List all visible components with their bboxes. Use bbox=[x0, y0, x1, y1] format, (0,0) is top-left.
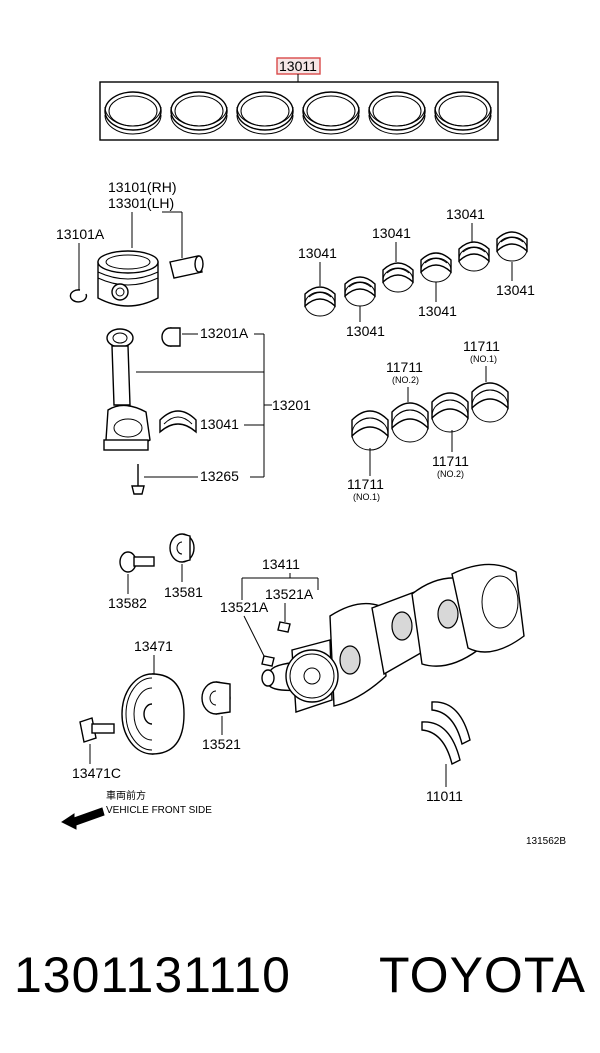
parts-diagram: 13011 bbox=[56, 57, 566, 847]
key-a-parts bbox=[261, 621, 291, 667]
conrod-bolt bbox=[131, 464, 145, 495]
rod-bearing-label-4[interactable]: 13041 bbox=[346, 323, 385, 339]
thrust-washer-label[interactable]: 11011 bbox=[426, 788, 463, 804]
pulley-bolt bbox=[79, 717, 115, 743]
timing-gear bbox=[201, 681, 231, 715]
part-number: 1301131110 bbox=[14, 947, 291, 1003]
direction-en: VEHICLE FRONT SIDE bbox=[106, 805, 212, 816]
direction-jp: 車両前方 bbox=[106, 789, 146, 802]
main-bearing-bottom-label[interactable]: 11711 bbox=[347, 476, 384, 492]
direction-indicator: 車両前方 VEHICLE FRONT SIDE bbox=[61, 789, 212, 830]
main-bearing-mid-label[interactable]: 11711 bbox=[386, 359, 423, 375]
piston-clip bbox=[69, 289, 88, 303]
conrod-bearing bbox=[159, 410, 197, 434]
main-bearing-bottom-sub: (NO.1) bbox=[353, 492, 380, 502]
washer-label[interactable]: 13581 bbox=[164, 584, 203, 600]
pulley-label[interactable]: 13471 bbox=[134, 638, 173, 654]
main-bearing-mid-sub: (NO.2) bbox=[392, 375, 419, 385]
brand-name: TOYOTA bbox=[379, 947, 586, 1003]
conrod-bushing bbox=[161, 327, 181, 347]
main-bearing-set bbox=[351, 382, 509, 451]
piston-rings bbox=[104, 91, 492, 135]
piston bbox=[97, 250, 159, 307]
pulley-bolt-label[interactable]: 13471C bbox=[72, 765, 121, 781]
crank-timing-gear bbox=[285, 649, 339, 703]
conrod-assy-label[interactable]: 13201 bbox=[272, 397, 311, 413]
crank-pulley bbox=[121, 673, 185, 755]
rod-bearing-label-6[interactable]: 13041 bbox=[496, 282, 535, 298]
piston-pin bbox=[169, 255, 204, 279]
key-a-left-label[interactable]: 13521A bbox=[220, 599, 269, 615]
washer-bolt-label[interactable]: 13582 bbox=[108, 595, 147, 611]
main-bearing-top-sub: (NO.1) bbox=[470, 354, 497, 364]
ring-set-label[interactable]: 13011 bbox=[279, 58, 317, 74]
crankshaft-label[interactable]: 13411 bbox=[262, 556, 300, 572]
main-bearing-low-sub: (NO.2) bbox=[437, 469, 464, 479]
key-a-right-label[interactable]: 13521A bbox=[265, 586, 314, 602]
ring-set-box bbox=[99, 81, 499, 141]
main-bearing-top-label[interactable]: 11711 bbox=[463, 338, 500, 354]
thrust-washer bbox=[421, 701, 471, 766]
piston-clip-label[interactable]: 13101A bbox=[56, 226, 105, 242]
caption-bar: 1301131110 TOYOTA bbox=[0, 930, 600, 1020]
main-bearing-low-label[interactable]: 11711 bbox=[432, 453, 469, 469]
piston-rh-label[interactable]: 13101(RH) bbox=[108, 179, 176, 195]
washer bbox=[169, 533, 195, 563]
rod-bearing-set bbox=[304, 231, 528, 317]
conrod-bearing-label[interactable]: 13041 bbox=[200, 416, 239, 432]
conrod-bolt-label[interactable]: 13265 bbox=[200, 468, 239, 484]
ring-set-group[interactable]: 13011 bbox=[99, 57, 499, 141]
rod-bearing-label-2[interactable]: 13041 bbox=[372, 225, 411, 241]
front-arrow-icon bbox=[61, 807, 105, 830]
washer-bolt bbox=[119, 551, 155, 573]
figure-id: 131562B bbox=[526, 836, 566, 847]
rod-bearing-label-5[interactable]: 13041 bbox=[418, 303, 457, 319]
rod-bearing-label-1[interactable]: 13041 bbox=[298, 245, 337, 261]
piston-lh-label[interactable]: 13301(LH) bbox=[108, 195, 174, 211]
rod-bearing-label-3[interactable]: 13041 bbox=[446, 206, 485, 222]
timing-gear-label[interactable]: 13521 bbox=[202, 736, 241, 752]
conrod-bushing-label[interactable]: 13201A bbox=[200, 325, 249, 341]
connecting-rod bbox=[103, 328, 151, 451]
